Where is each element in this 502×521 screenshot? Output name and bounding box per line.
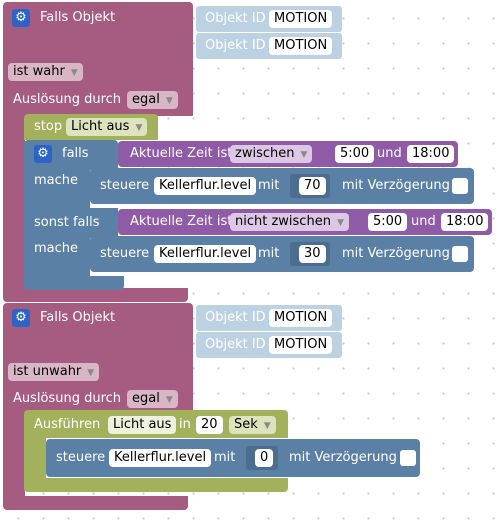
- chevron-down-icon: ▼: [300, 150, 308, 160]
- trigger-label: Falls Objekt: [40, 310, 116, 325]
- trigger-block-header: [3, 2, 193, 60]
- trigger-mode-label: Auslösung durch: [13, 391, 122, 406]
- condition-value: ist unwahr: [13, 364, 82, 379]
- set-state-block[interactable]: [46, 439, 420, 477]
- chevron-down-icon: ▼: [263, 421, 271, 431]
- do-label: mache: [34, 173, 79, 188]
- chevron-down-icon: ▼: [135, 123, 143, 133]
- if-block-body: [24, 170, 90, 210]
- object-id-field[interactable]: MOTION: [269, 336, 333, 354]
- chevron-down-icon: ▼: [336, 218, 344, 228]
- time-to-field[interactable]: 18:00: [407, 145, 455, 163]
- with-label: mit: [258, 246, 280, 261]
- checkbox-icon[interactable]: [400, 450, 416, 466]
- with-label: mit: [214, 450, 236, 465]
- delay-label: mit Verzögerung: [342, 246, 450, 261]
- and-label: und: [377, 146, 402, 161]
- trigger-block-spine: [3, 408, 25, 500]
- stop-value: Licht aus: [71, 119, 130, 134]
- trigger-mode-value: egal: [132, 92, 160, 107]
- timeout-unit-value: Sek: [234, 417, 258, 432]
- number-field[interactable]: 0: [255, 449, 274, 467]
- checkbox-icon[interactable]: [452, 178, 468, 194]
- number-field[interactable]: 30: [299, 245, 326, 263]
- time-from-field[interactable]: 5:00: [335, 145, 375, 163]
- trigger-label: Falls Objekt: [40, 10, 116, 25]
- trigger-mode-value: egal: [132, 391, 160, 406]
- stop-label: stop: [34, 119, 63, 134]
- condition-dropdown[interactable]: ist wahr ▼: [8, 63, 83, 81]
- object-id-field[interactable]: MOTION: [269, 10, 333, 28]
- time-operator-dropdown[interactable]: nicht zwischen ▼: [230, 213, 349, 231]
- object-id-field[interactable]: MOTION: [269, 309, 333, 327]
- set-state-label: steuere: [100, 246, 150, 261]
- trigger-mode-dropdown[interactable]: egal ▼: [127, 91, 178, 109]
- state-target-field[interactable]: Kellerflur.level: [154, 177, 257, 195]
- gear-icon[interactable]: ⚙: [12, 9, 30, 27]
- time-to-field[interactable]: 18:00: [441, 213, 489, 231]
- object-id-label: Objekt ID: [205, 310, 266, 325]
- timeout-label: Ausführen: [34, 417, 101, 432]
- stop-dropdown[interactable]: Licht aus ▼: [66, 118, 148, 136]
- and-label: und: [411, 214, 436, 229]
- time-operator-dropdown[interactable]: zwischen ▼: [230, 145, 313, 163]
- timeout-block-footer: [24, 478, 288, 492]
- time-operator-value: nicht zwischen: [235, 214, 331, 229]
- chevron-down-icon: ▼: [165, 96, 173, 106]
- number-field[interactable]: 70: [299, 177, 326, 195]
- timeout-value-field[interactable]: 20: [196, 416, 223, 434]
- gear-icon[interactable]: ⚙: [34, 145, 52, 163]
- object-id-label: Objekt ID: [205, 38, 266, 53]
- trigger-block-spine: [3, 116, 25, 294]
- timeout-name-field[interactable]: Licht aus: [108, 416, 177, 434]
- state-target-field[interactable]: Kellerflur.level: [154, 245, 257, 263]
- time-compare-label: Aktuelle Zeit ist: [130, 146, 233, 161]
- trigger-block-footer: [3, 288, 188, 302]
- chevron-down-icon: ▼: [87, 368, 95, 378]
- trigger-mode-dropdown[interactable]: egal ▼: [127, 390, 178, 408]
- condition-dropdown[interactable]: ist unwahr ▼: [8, 363, 100, 381]
- do-label: mache: [34, 241, 79, 256]
- time-operator-value: zwischen: [235, 146, 295, 161]
- set-state-label: steuere: [56, 450, 106, 465]
- trigger-mode-label: Auslösung durch: [13, 92, 122, 107]
- chevron-down-icon: ▼: [70, 68, 78, 78]
- with-label: mit: [258, 178, 280, 193]
- set-state-label: steuere: [100, 178, 150, 193]
- chevron-down-icon: ▼: [165, 395, 173, 405]
- state-target-field[interactable]: Kellerflur.level: [109, 449, 212, 467]
- timeout-block-spine: [24, 436, 46, 482]
- condition-value: ist wahr: [13, 64, 65, 79]
- object-id-field[interactable]: MOTION: [269, 37, 333, 55]
- elseif-block-header: [24, 208, 118, 238]
- delay-label: mit Verzögerung: [342, 178, 450, 193]
- gear-icon[interactable]: ⚙: [12, 309, 30, 327]
- time-compare-label: Aktuelle Zeit ist: [130, 214, 233, 229]
- time-from-field[interactable]: 5:00: [368, 213, 408, 231]
- trigger-block-header: [3, 303, 193, 361]
- in-label: in: [179, 417, 191, 432]
- elseif-block-body: [24, 238, 90, 278]
- object-id-label: Objekt ID: [205, 337, 266, 352]
- trigger-block-footer: [3, 496, 188, 510]
- if-block-footer: [24, 276, 124, 290]
- delay-label: mit Verzögerung: [289, 450, 397, 465]
- checkbox-icon[interactable]: [452, 246, 468, 262]
- timeout-unit-dropdown[interactable]: Sek ▼: [229, 416, 276, 434]
- if-label: falls: [62, 146, 89, 161]
- elseif-label: sonst falls: [34, 215, 100, 230]
- object-id-label: Objekt ID: [205, 11, 266, 26]
